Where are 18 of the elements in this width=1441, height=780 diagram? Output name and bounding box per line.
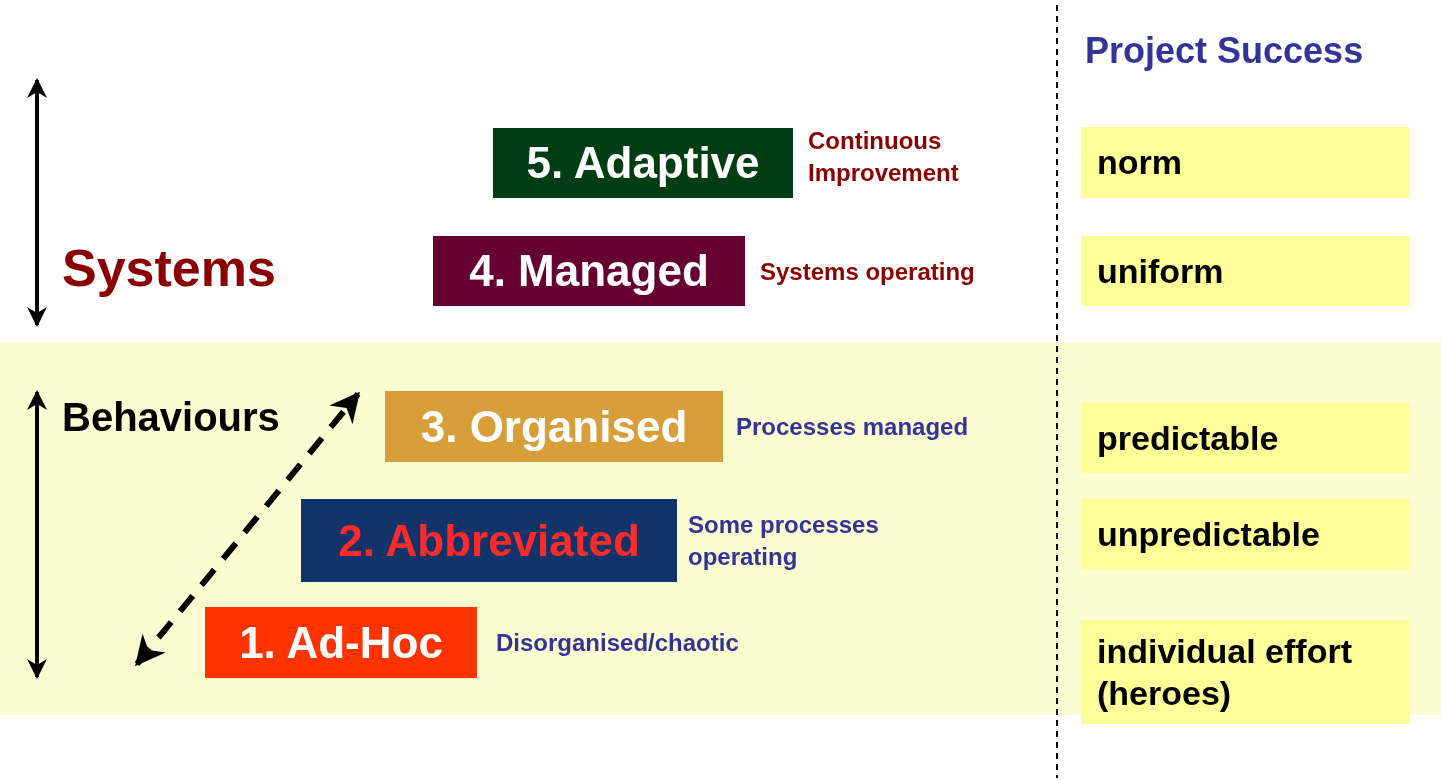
level-description: Disorganised/chaotic — [496, 628, 740, 658]
group-heading: Systems — [62, 238, 276, 298]
maturity-level-box: 1. Ad-Hoc — [205, 607, 477, 678]
level-description: Continuous Improvement — [808, 126, 960, 189]
level-description: Processes managed — [736, 412, 970, 442]
maturity-level-box: 4. Managed — [433, 236, 745, 306]
success-box: predictable — [1081, 403, 1409, 473]
level-description: Some processes operating — [688, 510, 880, 573]
success-box: norm — [1081, 127, 1409, 198]
level-description: Systems operating — [760, 257, 976, 287]
group-heading: Behaviours — [62, 395, 280, 440]
maturity-level-box: 2. Abbreviated — [301, 499, 677, 582]
column-heading: Project Success — [1085, 30, 1364, 72]
maturity-level-box: 5. Adaptive — [493, 128, 793, 198]
success-box: uniform — [1081, 236, 1409, 306]
maturity-level-box: 3. Organised — [385, 391, 723, 462]
success-box: unpredictable — [1081, 499, 1409, 570]
success-box: individual effort (heroes) — [1081, 620, 1409, 724]
